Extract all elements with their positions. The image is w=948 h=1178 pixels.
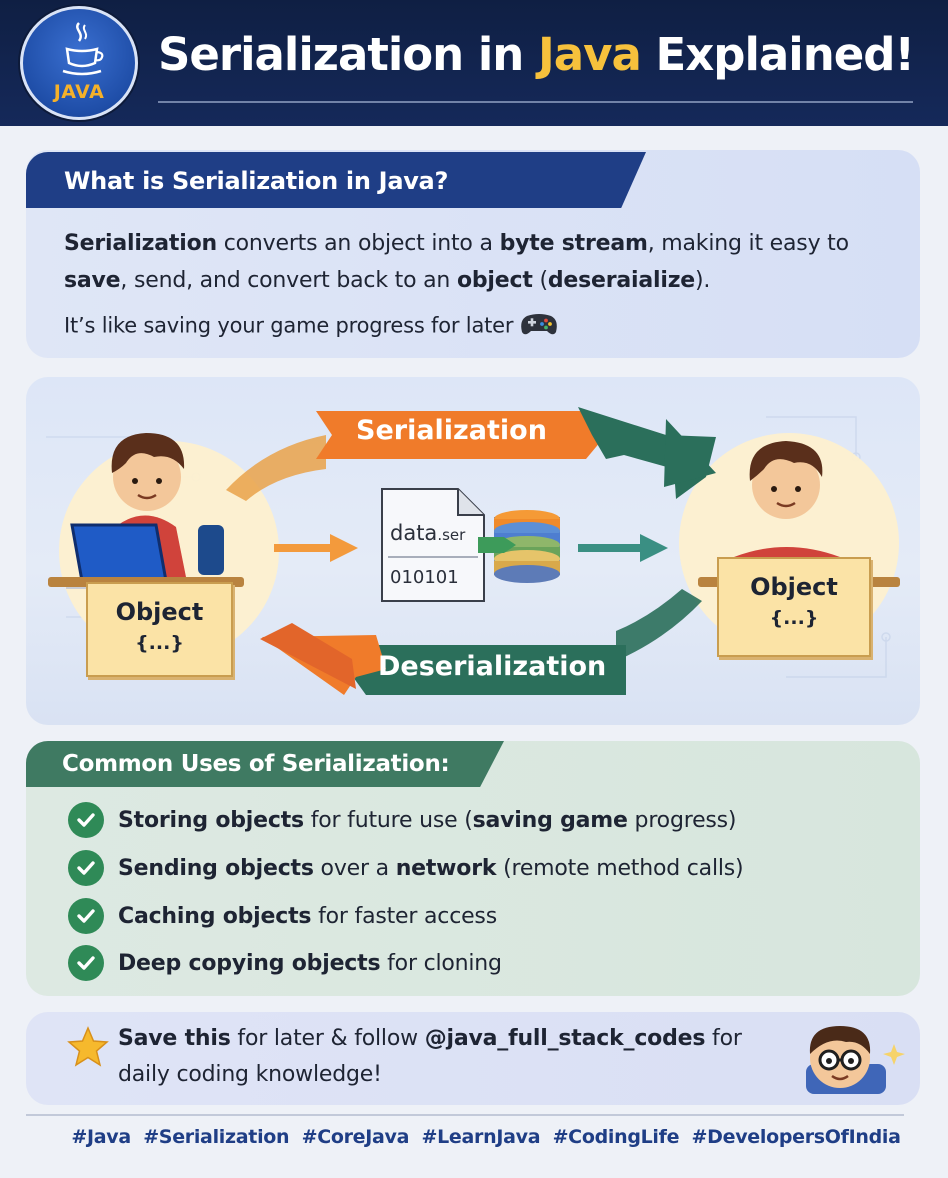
footer-divider xyxy=(26,1114,904,1116)
file-name: data.ser xyxy=(390,521,465,545)
object-box-left: Object {...} xyxy=(86,582,233,677)
check-circle-icon xyxy=(68,850,104,886)
text: for xyxy=(705,1026,742,1051)
social-handle[interactable]: @java_full_stack_codes xyxy=(424,1026,706,1051)
follow-line-2: daily coding knowledge! xyxy=(118,1062,382,1087)
java-logo-label: JAVA xyxy=(53,81,105,103)
page-title: Serialization in Java Explained! xyxy=(158,20,915,90)
database-icon xyxy=(494,510,560,583)
text-bold: Storing objects xyxy=(118,807,304,833)
list-item-text: Sending objects over a network (remote m… xyxy=(118,855,744,881)
star-icon xyxy=(67,1026,109,1067)
text: (remote method calls) xyxy=(496,855,744,881)
text: , send, and convert back to an xyxy=(120,268,457,293)
hashtag[interactable]: #Java xyxy=(71,1126,131,1148)
coffee-cup-icon xyxy=(62,22,104,76)
list-item: Storing objects for future use (saving g… xyxy=(68,800,737,840)
gamepad-icon xyxy=(519,310,559,343)
text-bold: Caching objects xyxy=(118,903,312,929)
title-part-2: Explained! xyxy=(640,28,915,81)
what-is-line-2: save, send, and convert back to an objec… xyxy=(64,268,710,293)
title-accent: Java xyxy=(538,28,642,81)
nerd-avatar-icon xyxy=(806,1026,905,1094)
text-bold: deseraialize xyxy=(547,268,696,293)
text-bold: object xyxy=(456,268,533,293)
file-name-ext: .ser xyxy=(437,526,466,544)
deserialization-arc-tail xyxy=(616,589,702,661)
text-bold: saving game xyxy=(472,807,628,833)
text: for cloning xyxy=(380,950,502,976)
list-item-text: Caching objects for faster access xyxy=(118,904,497,929)
list-item: Caching objects for faster access xyxy=(68,896,497,936)
object-braces: {...} xyxy=(769,607,819,629)
deserialization-arrow-band xyxy=(348,645,626,695)
serialization-arc-tail xyxy=(226,435,326,501)
title-part-1: Serialization in xyxy=(158,28,539,81)
hashtag-row: #Java #Serialization #CoreJava #LearnJav… xyxy=(0,1126,948,1148)
object-braces: {...} xyxy=(135,632,184,654)
common-uses-heading: Common Uses of Serialization: xyxy=(62,751,450,777)
text-bold: Sending objects xyxy=(118,855,314,881)
what-is-heading-tab xyxy=(26,152,646,208)
what-is-line-3: It’s like saving your game progress for … xyxy=(64,310,559,343)
text: ( xyxy=(532,268,548,293)
arrow-to-right xyxy=(578,534,668,562)
text: It’s like saving your game progress for … xyxy=(64,313,514,338)
what-is-heading: What is Serialization in Java? xyxy=(64,167,449,195)
text-bold: byte stream xyxy=(499,231,648,256)
text: ). xyxy=(695,268,711,293)
hashtag[interactable]: #DevelopersOfIndia xyxy=(691,1126,901,1148)
serialization-arrow-band xyxy=(316,411,606,459)
text: for later & follow xyxy=(230,1026,425,1051)
text: converts an object into a xyxy=(216,231,500,256)
what-is-line-1: Serialization converts an object into a … xyxy=(64,231,849,256)
list-item: Deep copying objects for cloning xyxy=(68,943,502,983)
list-item-text: Deep copying objects for cloning xyxy=(118,951,502,976)
text: for future use ( xyxy=(303,807,473,833)
hashtag[interactable]: #CodingLife xyxy=(552,1126,680,1148)
text-bold: Serialization xyxy=(64,231,217,256)
java-logo: JAVA xyxy=(20,6,138,120)
text: for faster access xyxy=(311,903,497,929)
object-title: Object xyxy=(115,598,204,626)
header-divider xyxy=(158,101,913,103)
hashtag[interactable]: #CoreJava xyxy=(301,1126,410,1148)
text-bold: Save this xyxy=(118,1026,231,1051)
text-bold: save xyxy=(64,268,121,293)
check-circle-icon xyxy=(68,898,104,934)
text: , making it easy to xyxy=(647,231,849,256)
object-box-right: Object {...} xyxy=(717,557,871,657)
arrow-to-file xyxy=(274,534,358,562)
common-uses-heading-tab xyxy=(26,741,504,787)
file-binary: 010101 xyxy=(390,567,459,588)
hashtag[interactable]: #Serialization xyxy=(143,1126,290,1148)
file-name-main: data xyxy=(390,521,438,545)
check-circle-icon xyxy=(68,945,104,981)
text: over a xyxy=(313,855,396,881)
hashtag[interactable]: #LearnJava xyxy=(421,1126,541,1148)
file-document-icon xyxy=(381,488,485,602)
list-item: Sending objects over a network (remote m… xyxy=(68,848,744,888)
check-circle-icon xyxy=(68,802,104,838)
header-banner xyxy=(0,0,948,126)
serialization-label: Serialization xyxy=(356,415,547,446)
list-item-text: Storing objects for future use (saving g… xyxy=(118,807,737,833)
deserialization-label: Deserialization xyxy=(378,651,607,682)
follow-card xyxy=(26,1012,920,1105)
text-bold: network xyxy=(395,855,497,881)
follow-line-1: Save this for later & follow @java_full_… xyxy=(118,1026,742,1051)
text: progress) xyxy=(627,807,737,833)
text-bold: Deep copying objects xyxy=(118,950,381,976)
object-title: Object xyxy=(750,573,838,601)
